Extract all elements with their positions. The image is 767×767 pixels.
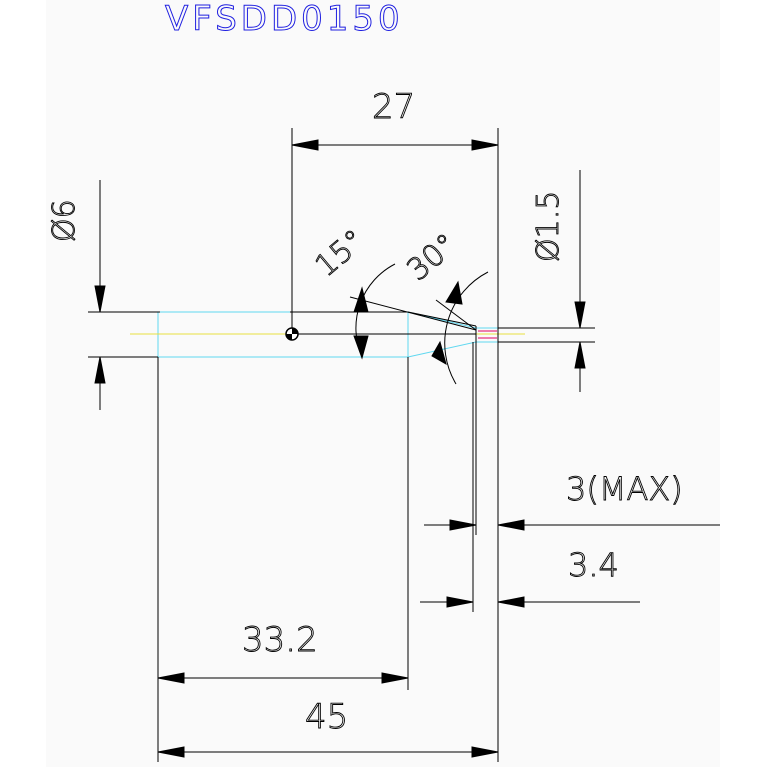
- label-tip-diameter: Ø1.5: [531, 191, 566, 262]
- angle-primary-arc: [353, 263, 396, 360]
- dimension-tip-length-max: [424, 519, 720, 531]
- label-reference-length: 27: [372, 87, 415, 127]
- dimension-shank-length: [157, 672, 409, 684]
- label-overall-length: 45: [305, 697, 348, 737]
- dimension-reference-length: [291, 139, 499, 151]
- dimension-tip-diameter: [574, 170, 586, 392]
- dimension-step-length: [420, 596, 640, 608]
- part-number-title: VFSDD0150: [165, 0, 404, 39]
- label-shank-diameter: Ø6: [47, 199, 82, 242]
- dimension-shank-diameter: [94, 180, 106, 410]
- origin-marker-icon: [285, 327, 299, 341]
- label-step-length: 3.4: [568, 546, 619, 584]
- angle-secondary-arc: [431, 271, 489, 385]
- label-tip-length-max: 3(MAX): [566, 470, 683, 508]
- dimension-overall-length: [157, 746, 499, 758]
- label-shank-length: 33.2: [242, 620, 318, 660]
